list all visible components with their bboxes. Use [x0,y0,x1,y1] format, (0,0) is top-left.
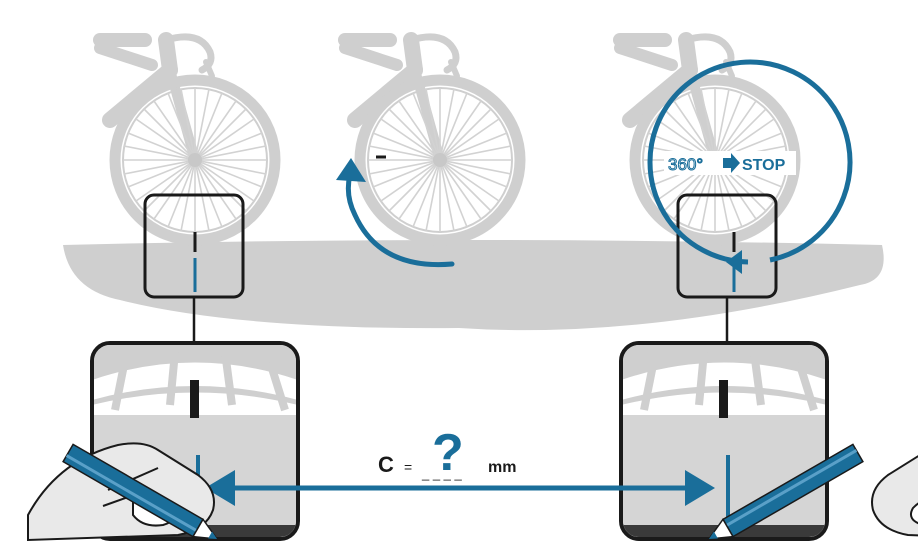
curved-arrow-icon [345,172,455,268]
arrow-left-icon [205,470,235,506]
bicycle-front-icon [345,37,520,240]
bicycle-front-icon [100,37,275,240]
arrow-head-icon [336,158,366,182]
circumference-symbol: C [378,452,394,477]
hand-with-pen-icon [707,442,918,541]
unit-label: mm [488,459,516,476]
unknown-value: ? [432,424,464,482]
arrow-right-icon [723,153,740,173]
formula-backdrop [372,420,550,478]
blank-placeholder: _ _ _ _ [421,466,463,481]
equals-sign: = [404,459,412,475]
arrow-right-icon [685,470,715,506]
rotation-arrow-head-icon [726,250,742,274]
hand-with-pen-icon [27,442,219,541]
rotation-circle [647,59,853,265]
bicycle-front-icon [620,37,795,240]
ground-band [63,240,884,331]
zoom-panel-right [619,341,829,541]
stop-label: STOP [742,157,786,174]
rotation-label: 360° [668,155,703,174]
